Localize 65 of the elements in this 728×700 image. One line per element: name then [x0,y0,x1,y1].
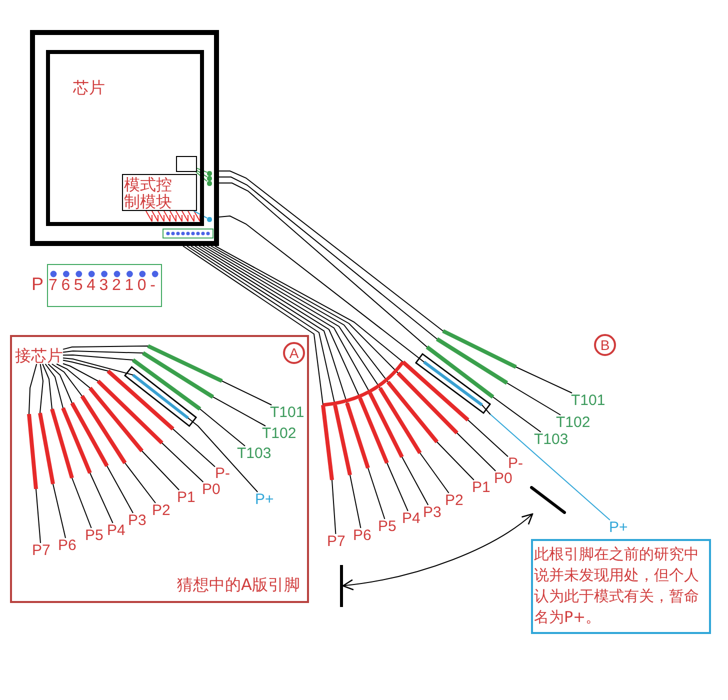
pin-wire [62,344,272,406]
pin-label: P0 [494,471,512,486]
chip-die-box [46,50,204,226]
bar-mark [340,565,343,607]
bond-pad [207,181,212,186]
pin-number-row: 76543210- [48,278,160,294]
wire-line [193,210,208,218]
pin-label: P2 [152,503,170,518]
pin-wire [38,364,66,538]
pin-wire [218,215,610,520]
panel-caption: 猜想中的A版引脚 [177,576,300,593]
note-text: 此根引脚在之前的研究中说并未发现用处，但个人认为此于模式有关，暂命名为P+。 [534,544,700,628]
pin-label: P1 [177,490,196,505]
version-panel [10,335,309,603]
circled-letter: A [283,342,305,364]
note-box [531,539,711,634]
pin-label: P7 [32,543,50,558]
wire-line [196,172,208,182]
pin-prefix-label: P [32,274,44,292]
pin-label: P3 [423,505,442,520]
pin-wire [42,364,92,528]
pin-wire [48,364,134,514]
pin-label: P4 [402,511,420,526]
pin-label: P7 [327,534,346,549]
chip-title: 芯片 [73,79,105,96]
pin-wire [51,364,156,504]
bar-mark [530,486,566,514]
pin-label: P5 [378,519,396,534]
pin-label: P- [508,456,523,471]
pin-label: T102 [556,415,590,430]
pin-label: T101 [270,405,304,420]
pin-wire [44,364,114,524]
circled-letter: B [594,334,616,356]
pin-label: P+ [255,492,274,507]
chip-package-frame [30,30,219,246]
pin-label: P5 [85,528,104,543]
pin-wire [62,350,266,426]
pin-wire [27,364,41,544]
pin-label: T101 [571,393,606,408]
pin-label: P+ [609,520,628,535]
module-title: 模式控制模块 [124,176,173,210]
pin-label: P4 [107,523,126,538]
pin-wire [62,360,216,468]
pin-label: P- [215,466,230,481]
pin-wire [56,364,180,490]
pin-label: T103 [237,446,272,461]
pin-wire [62,354,246,446]
bond-pad [207,176,212,180]
pin-label: P1 [472,480,490,495]
bond-pad [207,171,212,176]
pin-label: T103 [534,432,568,447]
curved-arrow [342,513,534,590]
pin-label: T102 [262,426,296,441]
pin-label: P0 [202,482,220,497]
pin-group-label: 接芯片 [15,347,63,364]
pin-label: P6 [353,528,372,543]
pin-wire [62,358,258,492]
wire-line [196,168,208,173]
module-box [122,174,197,211]
empty-block [176,156,197,172]
pin-label: P6 [58,538,76,553]
pin-label: P2 [445,493,464,508]
pin-wire [62,363,204,482]
pin-label: P3 [128,513,146,528]
bond-pad [207,217,212,222]
